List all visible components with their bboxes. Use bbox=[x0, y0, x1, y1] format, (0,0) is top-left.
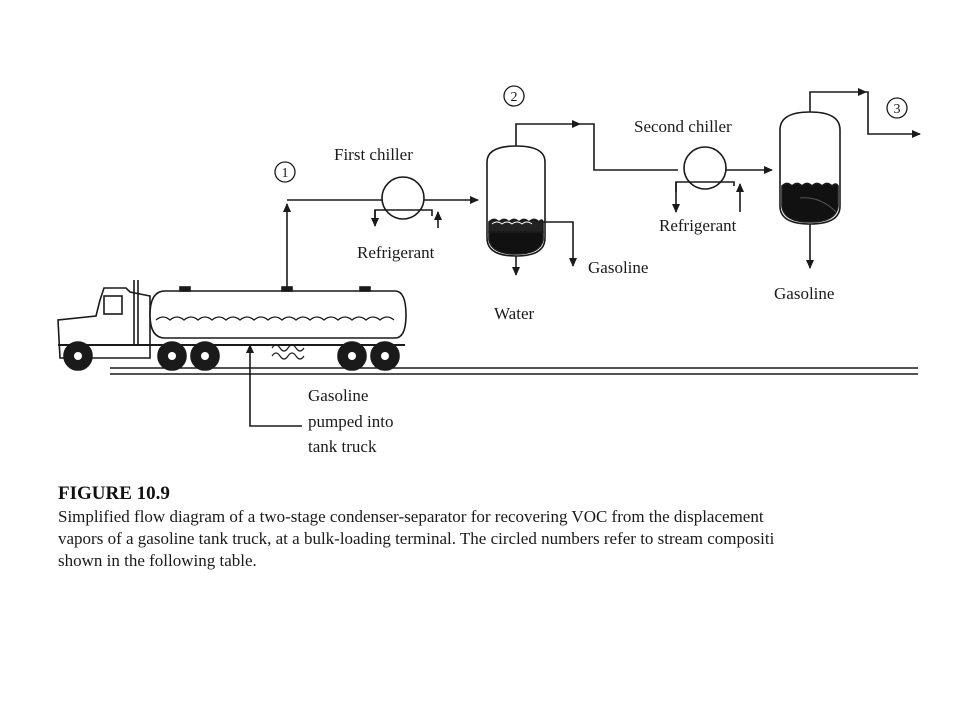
caption-line-2: vapors of a gasoline tank truck, at a bu… bbox=[58, 529, 775, 548]
separator1-outlets bbox=[512, 120, 773, 276]
label-first-chiller: First chiller bbox=[334, 145, 413, 164]
label-gasoline-1: Gasoline bbox=[588, 258, 648, 277]
stream-marker-2 bbox=[503, 85, 525, 107]
label-water: Water bbox=[494, 304, 534, 323]
stream-markers bbox=[274, 85, 908, 183]
tank-truck bbox=[57, 280, 407, 371]
label-gasoline-2: Gasoline bbox=[774, 284, 834, 303]
truck-cab bbox=[57, 287, 151, 359]
first-chiller bbox=[371, 176, 442, 228]
caption-line-3: shown in the following table. bbox=[58, 551, 257, 570]
label-pumped-line-3: tank truck bbox=[308, 437, 377, 456]
label-second-chiller: Second chiller bbox=[634, 117, 732, 136]
figure-caption: FIGURE 10.9 Simplified flow diagram of a… bbox=[58, 482, 938, 572]
cab-window bbox=[103, 295, 123, 315]
label-pumped-line-2: pumped into bbox=[308, 412, 393, 431]
stream-marker-3 bbox=[886, 97, 908, 119]
stream-number-3: 3 bbox=[894, 102, 901, 117]
label-refrigerant-2: Refrigerant bbox=[659, 216, 737, 235]
stream-number-2: 2 bbox=[511, 90, 518, 105]
tank-body bbox=[149, 290, 407, 339]
stream-number-1: 1 bbox=[282, 166, 289, 181]
stream-marker-1 bbox=[274, 161, 296, 183]
ground-lines bbox=[110, 367, 918, 375]
tank-liquid-wave bbox=[155, 316, 395, 321]
figure-title: FIGURE 10.9 bbox=[58, 483, 170, 504]
gasoline-fill-line bbox=[246, 344, 302, 427]
vapor-line bbox=[283, 196, 479, 288]
caption-line-1: Simplified flow diagram of a two-stage c… bbox=[58, 507, 764, 526]
label-pumped-line-1: Gasoline bbox=[308, 386, 368, 405]
separator2-outlets bbox=[806, 88, 921, 269]
label-refrigerant-1: Refrigerant bbox=[357, 243, 435, 262]
second-chiller bbox=[672, 146, 744, 213]
second-separator bbox=[779, 111, 841, 225]
first-separator bbox=[486, 145, 546, 257]
